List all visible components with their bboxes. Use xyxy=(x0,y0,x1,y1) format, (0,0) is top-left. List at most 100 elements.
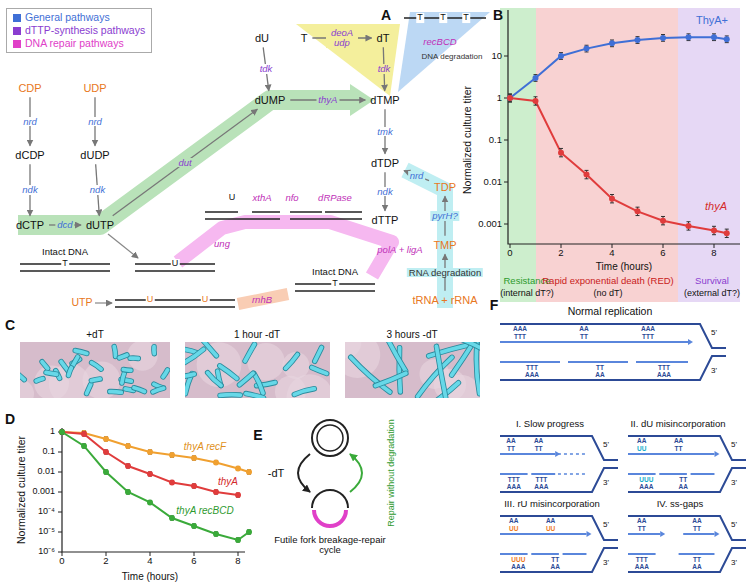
survival-chart-part xyxy=(507,95,513,101)
survival-chart-part xyxy=(507,95,513,101)
fork-cycle xyxy=(298,420,362,526)
replication-fork-part xyxy=(679,553,715,555)
survival-chart-part xyxy=(712,34,716,41)
micrograph-part-part xyxy=(119,355,127,358)
pathway-bands-part xyxy=(296,24,400,96)
strand-end: 5' xyxy=(711,329,717,338)
survival-chart-part xyxy=(725,36,729,43)
replication-fork-part xyxy=(683,533,714,535)
survival-chart-part xyxy=(533,75,539,81)
enzyme-label: xthA xyxy=(252,193,271,203)
axis-title: Time (hours) xyxy=(596,261,652,272)
metabolite-name: CDP xyxy=(18,82,41,95)
micrograph-part-part xyxy=(436,346,445,397)
legend-swatch xyxy=(13,27,21,35)
micrograph-part-part xyxy=(351,357,390,392)
series-label: thyA recBCD xyxy=(176,505,233,516)
replication-fork-part xyxy=(531,473,555,475)
enzyme-label: ung xyxy=(214,239,230,249)
pathway-bands-part xyxy=(178,222,392,276)
base-letter: AA xyxy=(579,326,588,333)
micrograph-part-part xyxy=(452,342,475,375)
fork-cycle-part xyxy=(312,490,348,508)
tick-label: 0 xyxy=(507,248,512,258)
replication-fork-part xyxy=(500,516,618,572)
mutant-survival-chart-part xyxy=(60,430,64,434)
micrograph-part-part xyxy=(375,373,405,385)
mutant-survival-chart-part xyxy=(214,490,218,494)
survival-chart-part xyxy=(508,94,512,102)
micrograph-part-part xyxy=(451,342,480,352)
survival-chart-part xyxy=(504,56,508,57)
base-letter: T xyxy=(331,279,339,289)
enzyme-label: nrd xyxy=(86,117,104,127)
metabolite-node: dTDP xyxy=(368,156,402,171)
micrograph-part-part xyxy=(163,370,167,377)
leader-arrow xyxy=(95,234,138,303)
dna-label: Intact DNA xyxy=(42,247,88,257)
replication-fork-part xyxy=(628,516,746,572)
enzyme-label: ndk xyxy=(20,185,39,195)
micrograph-part-part xyxy=(220,366,237,379)
dna-strand-part xyxy=(252,211,280,213)
micrograph-part-part xyxy=(92,363,101,370)
scenario-title: Normal replication xyxy=(568,306,653,318)
dna-strand-part xyxy=(20,270,110,272)
legend-swatch xyxy=(13,14,21,22)
replication-fork-part xyxy=(688,339,693,345)
metabolite-label: UTP xyxy=(72,297,93,309)
tick-label: 0.1 xyxy=(489,135,502,145)
base-letter: U xyxy=(171,259,180,269)
base-letter: TTT xyxy=(642,333,654,340)
metabolite-name: tRNA + rRNA xyxy=(412,294,477,307)
dna-strand-part xyxy=(205,211,238,213)
base-letter: U xyxy=(229,193,236,203)
image-caption: +dT xyxy=(86,329,104,340)
metabolite-name: T xyxy=(301,32,308,45)
mutant-survival-chart-part xyxy=(246,469,252,475)
mutant-survival-chart-part xyxy=(103,449,109,455)
replication-fork-part xyxy=(659,473,687,475)
mutant-survival-chart-part xyxy=(126,490,130,494)
legend-row: DNA repair pathways xyxy=(13,37,145,50)
mutant-survival-chart-part xyxy=(214,460,218,464)
mutant-survival-chart-part xyxy=(213,489,219,495)
image-caption: 3 hours -dT xyxy=(386,329,437,340)
micrograph-part-part xyxy=(75,351,87,354)
metabolite-node: CDP xyxy=(15,81,44,96)
base-letter: UUU xyxy=(511,556,525,563)
replication-fork-part xyxy=(714,531,719,537)
metabolite-node: T xyxy=(298,31,311,46)
metabolite-node: dUTP xyxy=(83,218,117,233)
mutant-survival-chart-part xyxy=(58,532,62,533)
base-letter: AA xyxy=(595,372,604,379)
micrograph-part-part xyxy=(282,352,309,379)
metabolite-name: dUMP xyxy=(255,94,286,107)
base-letter: TT xyxy=(580,333,588,340)
replication-fork-part xyxy=(500,324,726,380)
mutant-survival-chart-part xyxy=(192,456,196,460)
micrograph-part-part xyxy=(42,362,48,369)
micrograph-part-part xyxy=(36,379,43,381)
tick-label: 0.001 xyxy=(32,487,55,497)
tick-label: 6 xyxy=(191,556,196,566)
micrograph-part-part xyxy=(20,373,24,380)
base-letter: TTT xyxy=(526,364,538,371)
micrograph-part-part xyxy=(436,346,445,397)
base-letter: AA xyxy=(550,564,559,571)
strand-end: 5' xyxy=(731,441,737,450)
replication-fork-part xyxy=(568,361,628,363)
base-letter: AAA xyxy=(513,326,527,333)
base-letter: TTT xyxy=(636,556,648,563)
dna-strand-part xyxy=(295,290,375,292)
survival-chart-part xyxy=(661,216,665,224)
micrograph-part-part xyxy=(114,347,115,357)
micrograph-part-part xyxy=(114,347,115,357)
mutant-survival-chart-part xyxy=(213,531,219,537)
micrograph-part xyxy=(20,342,170,398)
replication-fork-part xyxy=(500,436,618,492)
micrograph-part-part xyxy=(452,342,475,375)
micrograph-part-part xyxy=(451,342,480,352)
micrograph-part-part xyxy=(381,342,406,371)
